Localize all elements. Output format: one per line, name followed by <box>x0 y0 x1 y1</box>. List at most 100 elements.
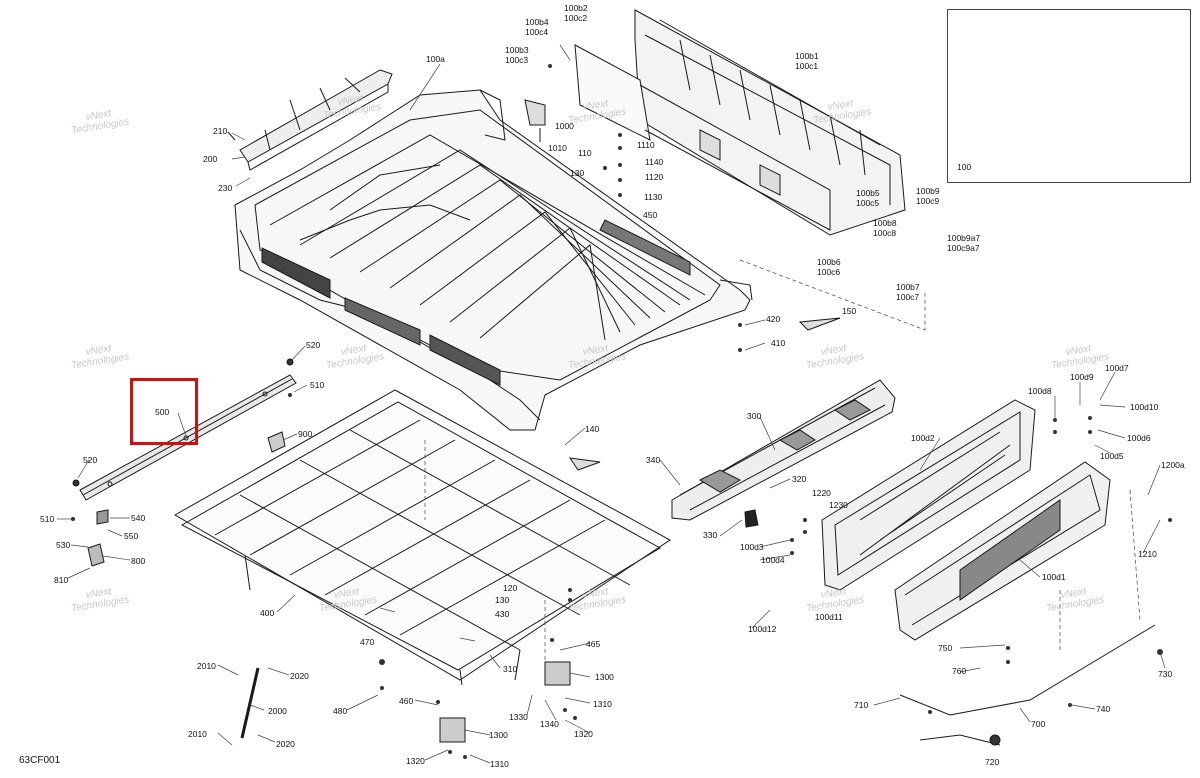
bracket-1000 <box>524 99 546 126</box>
callout-550: 550 <box>124 531 139 541</box>
callout-430: 430 <box>495 609 510 619</box>
callout-100d8: 100d8 <box>1028 386 1052 396</box>
callout-1130: 1130 <box>644 192 663 202</box>
part-800 <box>87 543 105 567</box>
callout-900: 900 <box>298 429 313 439</box>
callout-1210: 1210 <box>1138 549 1157 559</box>
callout-100d7: 100d7 <box>1105 363 1129 373</box>
cable-700 <box>899 624 1156 716</box>
callout-130-bottom: 130 <box>495 595 510 605</box>
callout-100b3: 100b3 <box>505 45 529 55</box>
callout-100b4: 100b4 <box>525 17 549 27</box>
callout-2020-top: 2020 <box>290 671 309 681</box>
callout-1010: 1010 <box>548 143 567 153</box>
diagram-code: 63CF001 <box>19 755 61 766</box>
callout-480: 480 <box>333 706 348 716</box>
callout-100b1: 100b1 <box>795 51 819 61</box>
panel-100b1 <box>574 9 906 236</box>
callout-100c6: 100c6 <box>817 267 841 277</box>
inset-view <box>947 9 1191 183</box>
callout-100d2: 100d2 <box>911 433 935 443</box>
callout-520-bottom: 520 <box>83 455 98 465</box>
callout-200: 200 <box>203 154 218 164</box>
callout-100b6: 100b6 <box>817 257 841 267</box>
callout-1310-bottom: 1310 <box>490 759 509 769</box>
callout-810: 810 <box>54 575 69 585</box>
callout-230: 230 <box>218 183 233 193</box>
callout-460: 460 <box>399 696 414 706</box>
callout-100d9: 100d9 <box>1070 372 1094 382</box>
rail-500 <box>79 374 297 501</box>
callout-130-top: 130 <box>570 168 585 178</box>
callout-100c3: 100c3 <box>505 55 529 65</box>
callout-470: 470 <box>360 637 375 647</box>
callout-760: 760 <box>952 666 967 676</box>
callout-530: 530 <box>56 540 71 550</box>
callout-700: 700 <box>1031 719 1046 729</box>
callout-100d4: 100d4 <box>761 555 785 565</box>
strut-2000 <box>240 667 260 739</box>
callout-340: 340 <box>646 455 661 465</box>
callout-100c5: 100c5 <box>856 198 880 208</box>
callout-1230: 1230 <box>829 500 848 510</box>
callout-100c1: 100c1 <box>795 61 819 71</box>
callout-465: 465 <box>586 639 601 649</box>
callout-2010-top: 2010 <box>197 661 216 671</box>
callout-150: 150 <box>842 306 857 316</box>
part-900 <box>267 431 286 453</box>
callout-730: 730 <box>1158 669 1173 679</box>
callout-1300-bottom: 1300 <box>489 730 508 740</box>
callout-400: 400 <box>260 608 275 618</box>
callout-710: 710 <box>854 700 869 710</box>
callout-100d6: 100d6 <box>1127 433 1151 443</box>
callout-210: 210 <box>213 126 228 136</box>
callout-100d10: 100d10 <box>1130 402 1159 412</box>
callout-450: 450 <box>643 210 658 220</box>
callout-310: 310 <box>503 664 518 674</box>
callout-100d11: 100d11 <box>815 612 843 622</box>
callout-110: 110 <box>578 148 592 158</box>
callout-100b7: 100b7 <box>896 282 920 292</box>
part-540 <box>96 509 109 525</box>
callout-100a: 100a <box>426 54 445 64</box>
callout-1320: 1320 <box>406 756 425 766</box>
highlight-box-500 <box>130 378 198 445</box>
callout-100d5: 100d5 <box>1100 451 1124 461</box>
callout-740: 740 <box>1096 704 1111 714</box>
callout-100c2: 100c2 <box>564 13 588 23</box>
callout-410: 410 <box>771 338 786 348</box>
callout-100b5: 100b5 <box>856 188 880 198</box>
callout-320: 320 <box>792 474 807 484</box>
callout-800: 800 <box>131 556 146 566</box>
callout-100b9a7: 100b9a7 <box>947 233 981 243</box>
callout-1330: 1330 <box>509 712 528 722</box>
callout-1140: 1140 <box>645 157 664 167</box>
callout-510-bottom: 510 <box>40 514 55 524</box>
callout-1220: 1220 <box>812 488 831 498</box>
callout-100d1: 100d1 <box>1042 572 1066 582</box>
callout-100c9a7: 100c9a7 <box>947 243 980 253</box>
callout-520-top: 520 <box>306 340 321 350</box>
callout-120: 120 <box>503 583 518 593</box>
callout-100c8: 100c8 <box>873 228 897 238</box>
callout-2000: 2000 <box>268 706 287 716</box>
callout-100c9: 100c9 <box>916 196 940 206</box>
callout-2010-bottom: 2010 <box>188 729 207 739</box>
callout-500: 500 <box>155 407 170 417</box>
callout-1000: 1000 <box>555 121 574 131</box>
frame-400 <box>173 389 671 686</box>
panel-100d2 <box>821 399 1036 591</box>
callout-100c4: 100c4 <box>525 27 549 37</box>
callout-300: 300 <box>747 411 762 421</box>
callout-2020-bottom: 2020 <box>276 739 295 749</box>
callout-1120: 1120 <box>645 172 664 182</box>
callout-100b9: 100b9 <box>916 186 940 196</box>
callout-100d3: 100d3 <box>740 542 764 552</box>
callout-1110: 1110 <box>637 140 655 150</box>
callout-540: 540 <box>131 513 146 523</box>
callout-1200a: 1200a <box>1161 460 1185 470</box>
callout-100b2: 100b2 <box>564 3 588 13</box>
callout-100b8: 100b8 <box>873 218 897 228</box>
callout-1300-right: 1300 <box>595 672 614 682</box>
